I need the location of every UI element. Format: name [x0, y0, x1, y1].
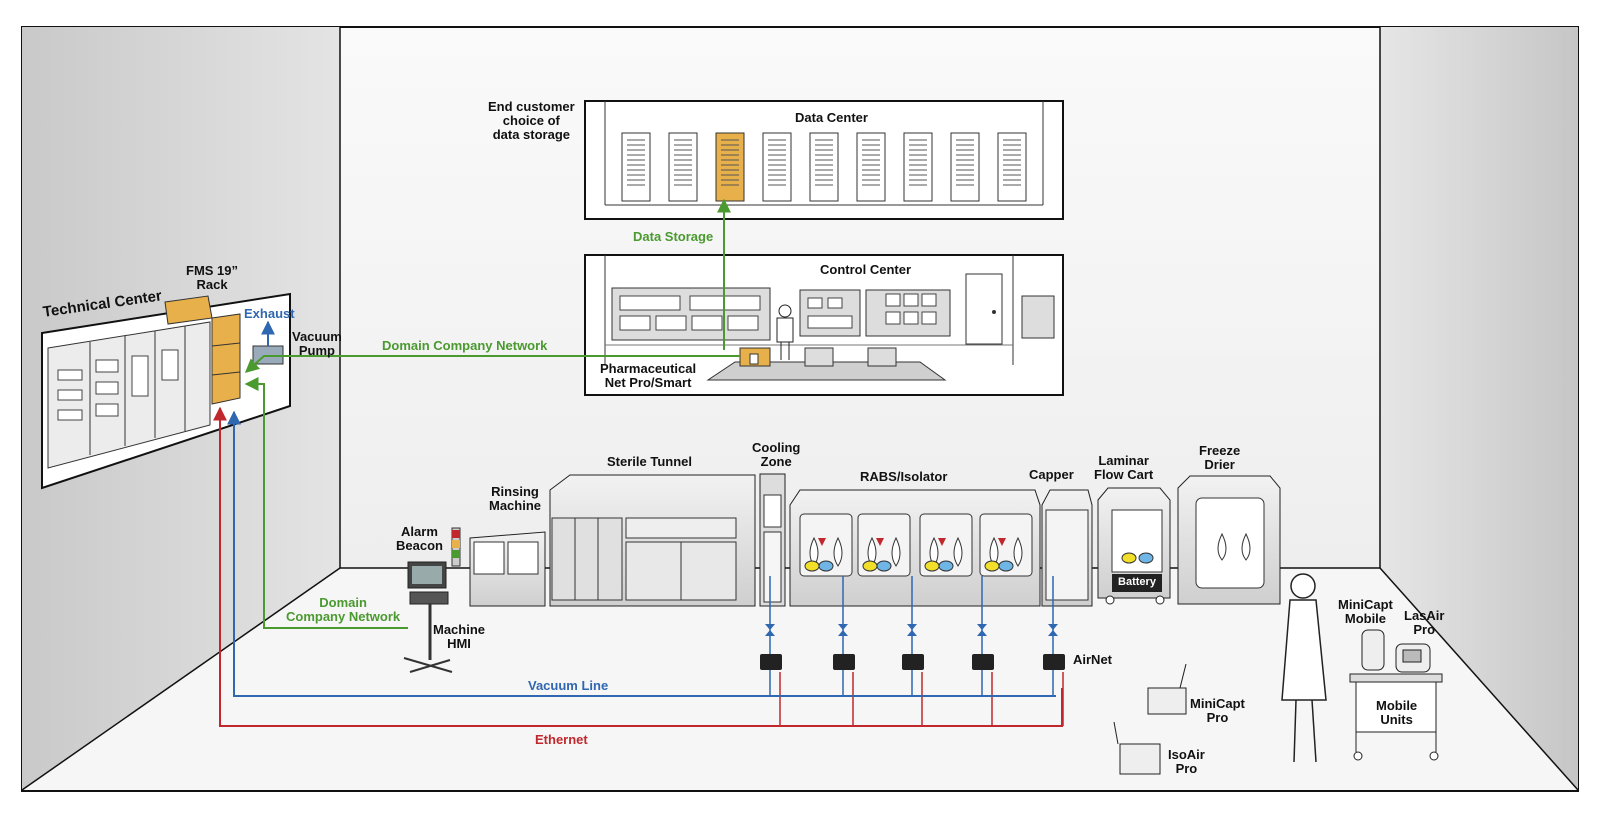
airnet-unit	[833, 576, 855, 726]
freeze-drier-line-1: Freeze	[1199, 443, 1241, 458]
lasair-pro-label: LasAir Pro	[1404, 609, 1444, 637]
airnet-unit	[902, 576, 924, 726]
glove-port-window	[919, 513, 973, 577]
vacuum-line-label: Vacuum Line	[528, 678, 609, 693]
control-center-panel	[584, 254, 1064, 396]
laminar-flow-cart-line-1: Laminar	[1098, 453, 1149, 468]
server-rack	[668, 132, 698, 202]
alarm-beacon-label: Alarm Beacon	[396, 525, 443, 553]
server-rack	[856, 132, 886, 202]
server-rack	[950, 132, 980, 202]
laminar-flow-cart-label: Laminar Flow Cart	[1094, 454, 1153, 482]
production-line	[403, 473, 1281, 673]
rabs-isolator-label: RABS/Isolator	[860, 469, 948, 484]
exhaust-label: Exhaust	[244, 306, 295, 321]
lasair-pro-line-2: Pro	[1413, 622, 1436, 637]
vacuum-pump-line-1: Vacuum	[292, 329, 342, 344]
end-customer-label: End customer choice of data storage	[488, 100, 575, 142]
lasair-pro-line-1: LasAir	[1404, 608, 1445, 623]
glove-port-window	[799, 513, 853, 577]
sterile-tunnel-label: Sterile Tunnel	[607, 454, 692, 469]
mobile-units-line-1: Mobile	[1376, 698, 1418, 713]
end-customer-line-3: data storage	[492, 127, 570, 142]
server-rack	[903, 132, 933, 202]
data-center-panel	[584, 100, 1064, 220]
battery-label: Battery	[1118, 576, 1156, 588]
network-lines	[213, 198, 1063, 727]
capper-label: Capper	[1029, 467, 1074, 482]
pharmaceutical-label: Pharmaceutical Net Pro/Smart	[600, 362, 696, 390]
pharmaceutical-line-1: Pharmaceutical	[600, 361, 697, 376]
end-customer-line-2: choice of	[502, 113, 560, 128]
mobile-units-label: Mobile Units	[1376, 699, 1417, 727]
freeze-drier-line-2: Drier	[1204, 457, 1235, 472]
isoair-pro-label: IsoAir Pro	[1168, 748, 1205, 776]
airnet-unit	[760, 576, 782, 726]
domain-network-lower-line-2: Company Network	[286, 609, 401, 624]
ethernet-label: Ethernet	[535, 732, 588, 747]
freeze-drier-label: Freeze Drier	[1199, 444, 1240, 472]
server-rack	[809, 132, 839, 202]
isoair-pro-line-1: IsoAir	[1168, 747, 1205, 762]
end-customer-line-1: End customer	[488, 99, 575, 114]
laminar-flow-cart-line-2: Flow Cart	[1094, 467, 1154, 482]
machine-hmi-label: Machine HMI	[433, 623, 485, 651]
airnet-unit	[972, 576, 994, 726]
fms-rack-label: FMS 19” Rack	[186, 264, 238, 292]
glove-port-window	[979, 513, 1033, 577]
domain-network-lower-label: Domain Company Network	[286, 596, 400, 624]
server-rack	[762, 132, 792, 202]
glove-port-window	[857, 513, 911, 577]
domain-network-top-label: Domain Company Network	[382, 338, 548, 353]
control-center-title: Control Center	[820, 262, 911, 277]
vacuum-pump-line-2: Pump	[298, 343, 335, 358]
rinsing-machine-label: Rinsing Machine	[489, 485, 541, 513]
minicapt-mobile-label: MiniCapt Mobile	[1338, 598, 1393, 626]
alarm-beacon-line-1: Alarm	[401, 524, 438, 539]
fms-rack-line-2: Rack	[196, 277, 228, 292]
portable-units	[1113, 573, 1443, 775]
server-rack	[997, 132, 1027, 202]
pharmaceutical-line-2: Net Pro/Smart	[604, 375, 692, 390]
server-rack	[621, 132, 651, 202]
airnet-label: AirNet	[1073, 652, 1113, 667]
fms-rack-line-1: FMS 19”	[186, 263, 239, 278]
domain-network-lower-line-1: Domain	[319, 595, 367, 610]
minicapt-pro-line-1: MiniCapt	[1190, 696, 1245, 711]
minicapt-pro-label: MiniCapt Pro	[1190, 697, 1245, 725]
server-rack	[715, 132, 745, 202]
rinsing-machine-line-1: Rinsing	[491, 484, 539, 499]
rinsing-machine-line-2: Machine	[489, 498, 542, 513]
alarm-beacon-line-2: Beacon	[396, 538, 443, 553]
mobile-units-line-2: Units	[1380, 712, 1413, 727]
cooling-zone-line-1: Cooling	[752, 440, 801, 455]
minicapt-mobile-line-2: Mobile	[1344, 611, 1387, 626]
machine-hmi-line-1: Machine	[433, 622, 486, 637]
minicapt-pro-line-2: Pro	[1206, 710, 1229, 725]
machine-hmi-line-2: HMI	[447, 636, 471, 651]
cooling-zone-line-2: Zone	[760, 454, 792, 469]
isoair-pro-line-2: Pro	[1175, 761, 1198, 776]
data-storage-label: Data Storage	[633, 229, 714, 244]
minicapt-mobile-line-1: MiniCapt	[1338, 597, 1393, 612]
cooling-zone-label: Cooling Zone	[752, 441, 800, 469]
vacuum-pump-label: Vacuum Pump	[292, 330, 342, 358]
data-center-title: Data Center	[795, 110, 868, 125]
